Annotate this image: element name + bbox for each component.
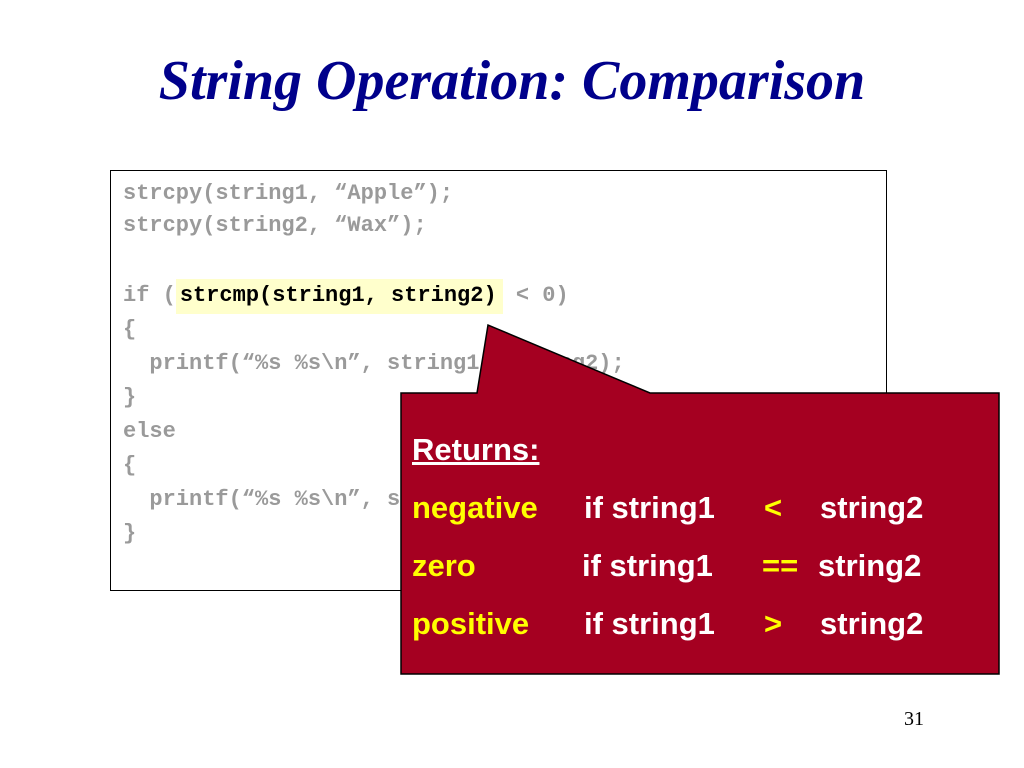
condition-negative: if string1: [584, 490, 715, 525]
operand-positive: string2: [820, 606, 924, 641]
code-line-else: else: [123, 419, 176, 444]
code-line-1: strcpy(string1, “Apple”);: [123, 181, 454, 206]
slide-title: String Operation: Comparison: [158, 50, 866, 112]
result-zero: zero: [412, 548, 476, 583]
return-row-positive: positive if string1 > string2: [412, 604, 992, 644]
code-line-printf-1: printf(“%s %s\n”, string1, string2);: [123, 351, 625, 376]
operator-equals: ==: [762, 548, 799, 583]
condition-zero: if string1: [582, 548, 713, 583]
code-line-if: if (strcmp(string1, string2) < 0): [123, 279, 569, 314]
code-line-open-brace-1: {: [123, 317, 137, 342]
page-number: 31: [904, 708, 924, 730]
code-if-prefix: if (: [123, 283, 176, 308]
returns-heading: Returns:: [412, 432, 540, 467]
operator-greater-than: >: [764, 606, 783, 641]
code-if-suffix: < 0): [502, 283, 569, 308]
result-negative: negative: [412, 490, 538, 525]
operator-less-than: <: [764, 490, 783, 525]
strcmp-highlight: strcmp(string1, string2): [175, 279, 503, 314]
operand-zero: string2: [818, 548, 922, 583]
result-positive: positive: [412, 606, 530, 641]
return-row-negative: negative if string1 < string2: [412, 488, 992, 528]
condition-positive: if string1: [584, 606, 715, 641]
code-line-open-brace-2: {: [123, 453, 137, 478]
code-line-close-brace-2: }: [123, 521, 137, 546]
return-row-zero: zero if string1 == string2: [412, 546, 992, 586]
code-line-2: strcpy(string2, “Wax”);: [123, 213, 427, 238]
code-line-close-brace-1: }: [123, 385, 137, 410]
operand-negative: string2: [820, 490, 924, 525]
